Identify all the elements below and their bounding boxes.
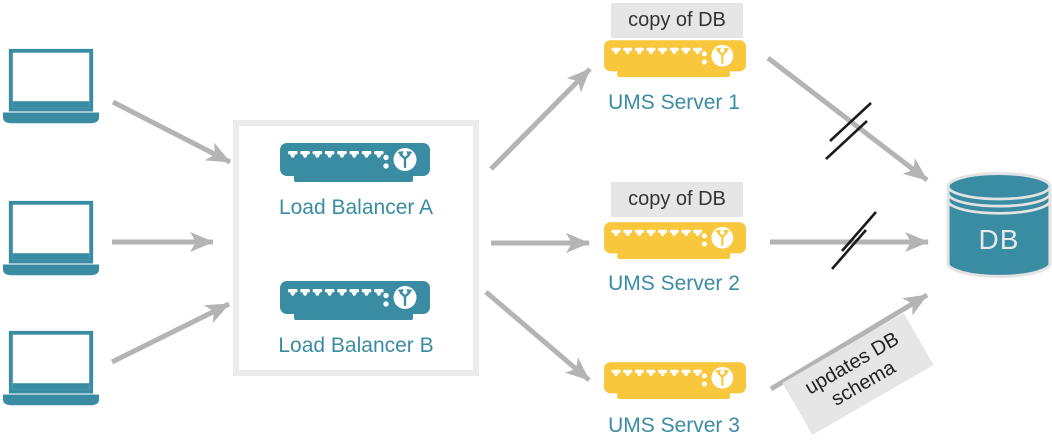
ums-server-2-label: UMS Server 2 — [608, 272, 740, 295]
load-balancer-b-label: Load Balancer B — [278, 334, 434, 357]
arrow-ums1-to-db — [766, 56, 929, 182]
database-label: DB — [978, 224, 1020, 255]
broken-connection-slashes-ums2 — [831, 211, 877, 270]
ums-server-icon — [604, 362, 746, 402]
load-balancer-a-label: Load Balancer A — [278, 196, 434, 219]
client-laptop-icon — [2, 48, 100, 126]
arrow-lb-to-ums3 — [484, 290, 591, 382]
client-laptop-icon — [2, 200, 100, 278]
ums-server-icon — [604, 40, 746, 80]
arrow-client3-to-lb — [110, 301, 231, 365]
balancer-to-server-arrows — [484, 67, 592, 382]
client-laptop-icon — [2, 330, 100, 408]
ums-server-3-label: UMS Server 3 — [608, 414, 740, 437]
client-to-balancer-arrows — [110, 99, 232, 365]
copy-of-db-badge: copy of DB — [611, 3, 743, 38]
ums-server-1-label: UMS Server 1 — [608, 91, 740, 114]
database-icon: DB — [946, 172, 1052, 280]
load-balancer-group-box — [233, 120, 479, 376]
arrow-lb-to-ums1 — [489, 67, 592, 171]
load-balancer-icon — [280, 143, 430, 185]
copy-of-db-badge: copy of DB — [611, 182, 743, 217]
arrow-client1-to-lb — [111, 99, 232, 165]
ums-server-icon — [604, 222, 746, 262]
broken-connection-slashes-ums1 — [825, 102, 872, 160]
load-balancer-icon — [280, 281, 430, 323]
